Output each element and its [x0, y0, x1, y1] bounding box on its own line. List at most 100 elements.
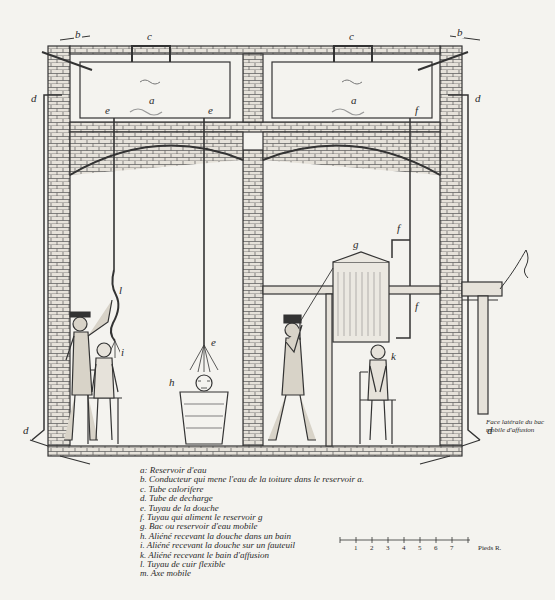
mobile-tank: [338, 272, 380, 336]
bath-tub: [180, 375, 228, 444]
water-reservoir: [80, 62, 230, 118]
patient-figure: [92, 343, 388, 440]
mobile-axis: [462, 299, 498, 300]
callout-letter: f: [414, 104, 419, 116]
heating-tube: [140, 80, 160, 84]
brick-wall: [48, 46, 462, 446]
water-reservoir: [272, 62, 432, 118]
leather-hose: [111, 270, 118, 341]
mobile-axis: [462, 282, 502, 296]
patient-figure: [92, 364, 118, 392]
side-view-note: Face latérale du bac mobile d'affusion: [486, 418, 548, 434]
brick-wall: [70, 122, 440, 132]
key-line: d. Tube de decharge: [140, 494, 213, 504]
key-line: e. Tuyau de la douche: [140, 504, 219, 514]
brick-wall: [70, 46, 440, 54]
roof-conductor: [60, 36, 480, 40]
discharge-tube: [32, 95, 62, 440]
brick-arch: [263, 132, 440, 175]
brick-arch: [263, 146, 440, 175]
scale-label: 4: [402, 545, 406, 553]
brick-arch: [70, 146, 243, 175]
callout-letter: l: [118, 284, 123, 296]
attendant-figure: [268, 395, 316, 440]
bath-tub: [198, 381, 210, 388]
chair: [88, 370, 396, 444]
callout-letter: d: [30, 92, 38, 104]
heating-tube: [334, 46, 372, 62]
brick-wall: [243, 54, 263, 122]
patient-figure: [96, 398, 112, 440]
callout-letter: h: [168, 376, 176, 388]
patient-figure: [368, 360, 388, 400]
patient-figure: [370, 366, 386, 392]
callout-letter: c: [146, 30, 153, 42]
heating-tube: [132, 46, 170, 62]
scale-label: 7: [450, 545, 454, 553]
brick-wall: [48, 46, 70, 446]
roof-conductor: [42, 36, 480, 70]
brick-arch: [70, 132, 243, 175]
scale-label: Pieds R.: [478, 545, 501, 553]
scale-bar: [340, 537, 468, 543]
attendant-figure: [73, 317, 87, 331]
heating-tube: [342, 80, 362, 84]
supply-pipe: [392, 118, 410, 338]
callout-letter: f: [414, 300, 419, 312]
callout-letter: d: [474, 92, 482, 104]
floor: [48, 446, 462, 456]
scale-label: 2: [370, 545, 374, 553]
mobile-tank: [333, 262, 389, 342]
scale-label: 5: [418, 545, 422, 553]
scale-label: 3: [386, 545, 390, 553]
callout-letter: d: [22, 424, 30, 436]
patient-figure: [94, 358, 114, 398]
callout-letter: b: [456, 26, 464, 38]
water-spray: [190, 345, 218, 372]
patient-figure: [370, 400, 386, 440]
supply-pipe: [392, 118, 410, 300]
attendant-figure: [72, 332, 92, 395]
attendant-figure: [64, 395, 98, 440]
mobile-axis: [478, 296, 488, 414]
attendant-figure: [286, 320, 302, 352]
scale-bar: [340, 540, 470, 541]
key-line: k. Aliéné recevant le bain d'affusion: [140, 551, 269, 561]
water-reservoir: [332, 109, 364, 115]
mobile-axis: [462, 250, 528, 414]
support-beam: [326, 294, 332, 446]
water-reservoir: [130, 109, 162, 115]
supply-pipe: [396, 300, 410, 338]
bath-tub: [180, 392, 228, 444]
callout-letter: f: [396, 222, 401, 234]
floor: [30, 440, 480, 464]
water-spray: [108, 341, 218, 372]
key-line: m. Axe mobile: [140, 569, 191, 579]
shower-pipe: [203, 118, 205, 345]
brick-arch: [70, 132, 440, 175]
callout-letter: e: [207, 104, 214, 116]
discharge-tube: [448, 95, 480, 440]
callout-letter: b: [74, 28, 82, 40]
mobile-tank: [333, 252, 389, 342]
brick-wall: [440, 46, 462, 446]
attendant-figure: [66, 300, 112, 360]
mobile-tank: [333, 252, 389, 262]
pull-rope: [300, 268, 333, 322]
mobile-axis: [500, 250, 528, 289]
patient-figure: [371, 345, 385, 359]
callout-letter: g: [352, 238, 360, 250]
callout-letter: a: [350, 94, 358, 106]
key-line: i. Aliéné recevant la douche sur un faut…: [140, 541, 295, 551]
roof-conductor: [418, 52, 468, 70]
attendant-figure: [284, 315, 301, 323]
key-line: g. Bac ou reservoir d'eau mobile: [140, 522, 258, 532]
callout-letter: i: [120, 346, 125, 358]
bath-tub: [196, 375, 212, 391]
callout-letter: c: [348, 30, 355, 42]
callout-letter: e: [104, 104, 111, 116]
bath-tub: [184, 404, 224, 428]
floor: [30, 440, 480, 464]
